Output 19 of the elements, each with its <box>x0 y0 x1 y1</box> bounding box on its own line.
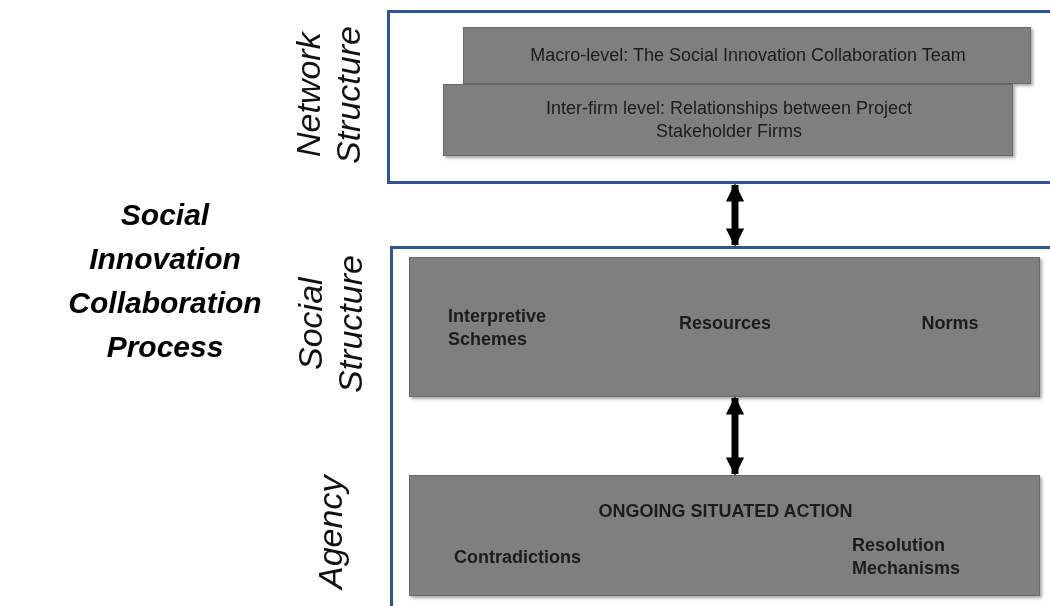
box-text: Resolution Mechanisms <box>852 534 962 580</box>
section-heading: Agency <box>310 473 350 592</box>
box-heading: ONGOING SITUATED ACTION <box>597 500 854 523</box>
social-structure-box <box>409 257 1040 397</box>
diagram-title: Social Innovation Collaboration Process <box>67 197 263 365</box>
double-arrow <box>725 396 745 476</box>
section-heading: Social Structure <box>290 254 370 395</box>
box-text: Resources <box>677 312 773 335</box>
box-text: Macro-level: The Social Innovation Collaboration Team <box>529 44 967 67</box>
agency-box <box>409 475 1040 596</box>
level-box <box>443 84 1013 156</box>
box-text: Norms <box>920 312 980 335</box>
structure-agency-panel <box>390 246 1050 606</box>
double-arrow <box>725 183 745 247</box>
section-heading: Network Structure <box>288 25 368 166</box>
box-text: Contradictions <box>454 546 582 569</box>
box-text: Interpretive Schemes <box>448 305 548 351</box>
level-box <box>463 27 1031 84</box>
box-text: Inter-firm level: Relationships between Project Stakeholder Firms <box>544 97 914 143</box>
